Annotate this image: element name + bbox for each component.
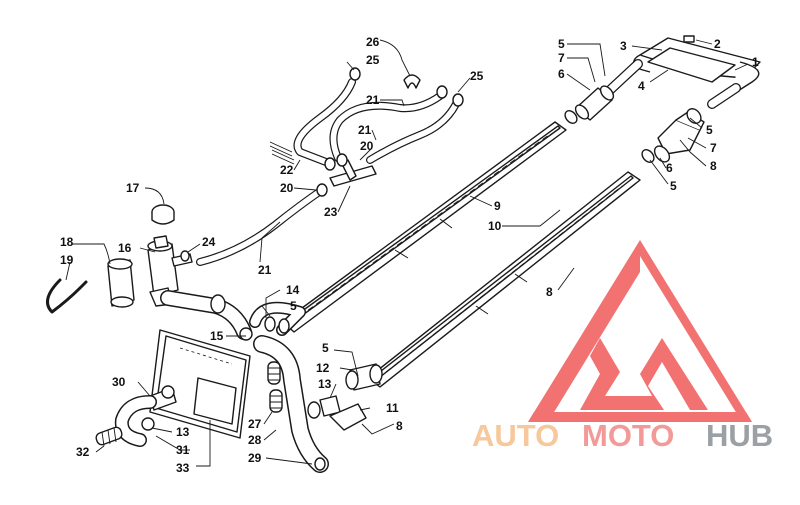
callout-5-lower: 5 — [322, 341, 329, 355]
leader-lines — [65, 39, 749, 467]
callout-8-low: 8 — [396, 419, 403, 433]
callout-3: 3 — [620, 39, 627, 53]
filler-neck-15 — [160, 290, 253, 341]
callout-15: 15 — [210, 329, 224, 343]
callout-21-top: 21 — [366, 93, 380, 107]
callout-31: 31 — [176, 443, 190, 457]
clamp-24 — [180, 250, 190, 262]
callout-6-right: 6 — [666, 161, 673, 175]
callout-8-mid: 8 — [546, 285, 553, 299]
callout-12: 12 — [316, 361, 330, 375]
callout-20-upper: 20 — [360, 139, 374, 153]
hose-clamps-20-25 — [316, 67, 464, 197]
callout-5-upper: 5 — [558, 37, 565, 51]
callout-30: 30 — [112, 375, 126, 389]
hose-14 — [249, 301, 306, 336]
spring-22 — [269, 141, 295, 165]
callout-27: 27 — [248, 417, 262, 431]
callout-19: 19 — [60, 253, 74, 267]
callout-17: 17 — [126, 181, 140, 195]
callout-11: 11 — [386, 401, 399, 415]
callout-18: 18 — [60, 235, 74, 249]
automotohub-logo — [528, 240, 752, 422]
lower-hose-29 — [253, 335, 329, 473]
springs-27-28 — [267, 361, 283, 413]
strap-19 — [46, 278, 88, 314]
logo-triangle-outer — [640, 240, 752, 422]
callout-28: 28 — [248, 433, 262, 447]
callout-7-right: 7 — [710, 141, 717, 155]
logo-text-moto: MOTO — [582, 418, 674, 453]
heat-exchanger-1 — [633, 35, 761, 97]
callout-7-upper: 7 — [558, 51, 565, 65]
logo-triangle-base — [528, 412, 752, 422]
callout-21-low: 21 — [258, 263, 272, 277]
radiator-shroud-33 — [149, 329, 251, 439]
callout-20-lower: 20 — [280, 181, 294, 195]
callout-14: 14 — [286, 283, 300, 297]
callout-2: 2 — [714, 37, 721, 51]
lower-connector-block-7 — [641, 108, 705, 163]
callout-29: 29 — [248, 451, 262, 465]
bottle-cap-17 — [151, 204, 175, 225]
tee-fitting-23 — [329, 159, 377, 187]
callout-16: 16 — [118, 241, 132, 255]
logo-text-hub: HUB — [706, 418, 773, 453]
callout-13-left: 13 — [176, 425, 190, 439]
upper-connector-hose-6 — [564, 85, 615, 124]
logo-triangle-left — [528, 240, 640, 422]
bracket-18 — [107, 258, 135, 308]
upper-cooler-9 — [282, 121, 567, 333]
spring-32 — [95, 426, 123, 447]
spring-clip-26 — [403, 74, 421, 89]
callout-33: 33 — [176, 461, 190, 475]
callout-6-upper: 6 — [558, 67, 565, 81]
callout-5-hose: 5 — [290, 299, 297, 313]
callout-5-mid: 5 — [670, 179, 677, 193]
outlet-hose-upper — [605, 59, 741, 109]
callout-23: 23 — [324, 205, 338, 219]
callout-numbers: 1 2 3 4 5 7 6 5 7 8 6 5 9 10 8 26 25 25 … — [60, 35, 759, 475]
elbow-hose-31 — [114, 395, 157, 447]
logo-text-auto: AUTO — [472, 418, 559, 453]
callout-8-right: 8 — [710, 159, 717, 173]
logo-m-shape — [560, 338, 708, 410]
bleed-hoses-21 — [196, 78, 460, 266]
lower-connector-11-13 — [307, 363, 383, 431]
callout-13-lower: 13 — [318, 377, 332, 391]
callout-25-left: 25 — [366, 53, 380, 67]
callout-5-right: 5 — [706, 123, 713, 137]
callout-1: 1 — [752, 55, 759, 69]
callout-9: 9 — [494, 199, 501, 213]
callout-32: 32 — [76, 445, 90, 459]
callout-4: 4 — [638, 79, 645, 93]
callout-25-right: 25 — [470, 69, 484, 83]
callout-21-mid: 21 — [358, 123, 372, 137]
callout-26: 26 — [366, 35, 380, 49]
callout-10: 10 — [488, 219, 502, 233]
callout-22: 22 — [280, 163, 294, 177]
callout-24: 24 — [202, 235, 216, 249]
